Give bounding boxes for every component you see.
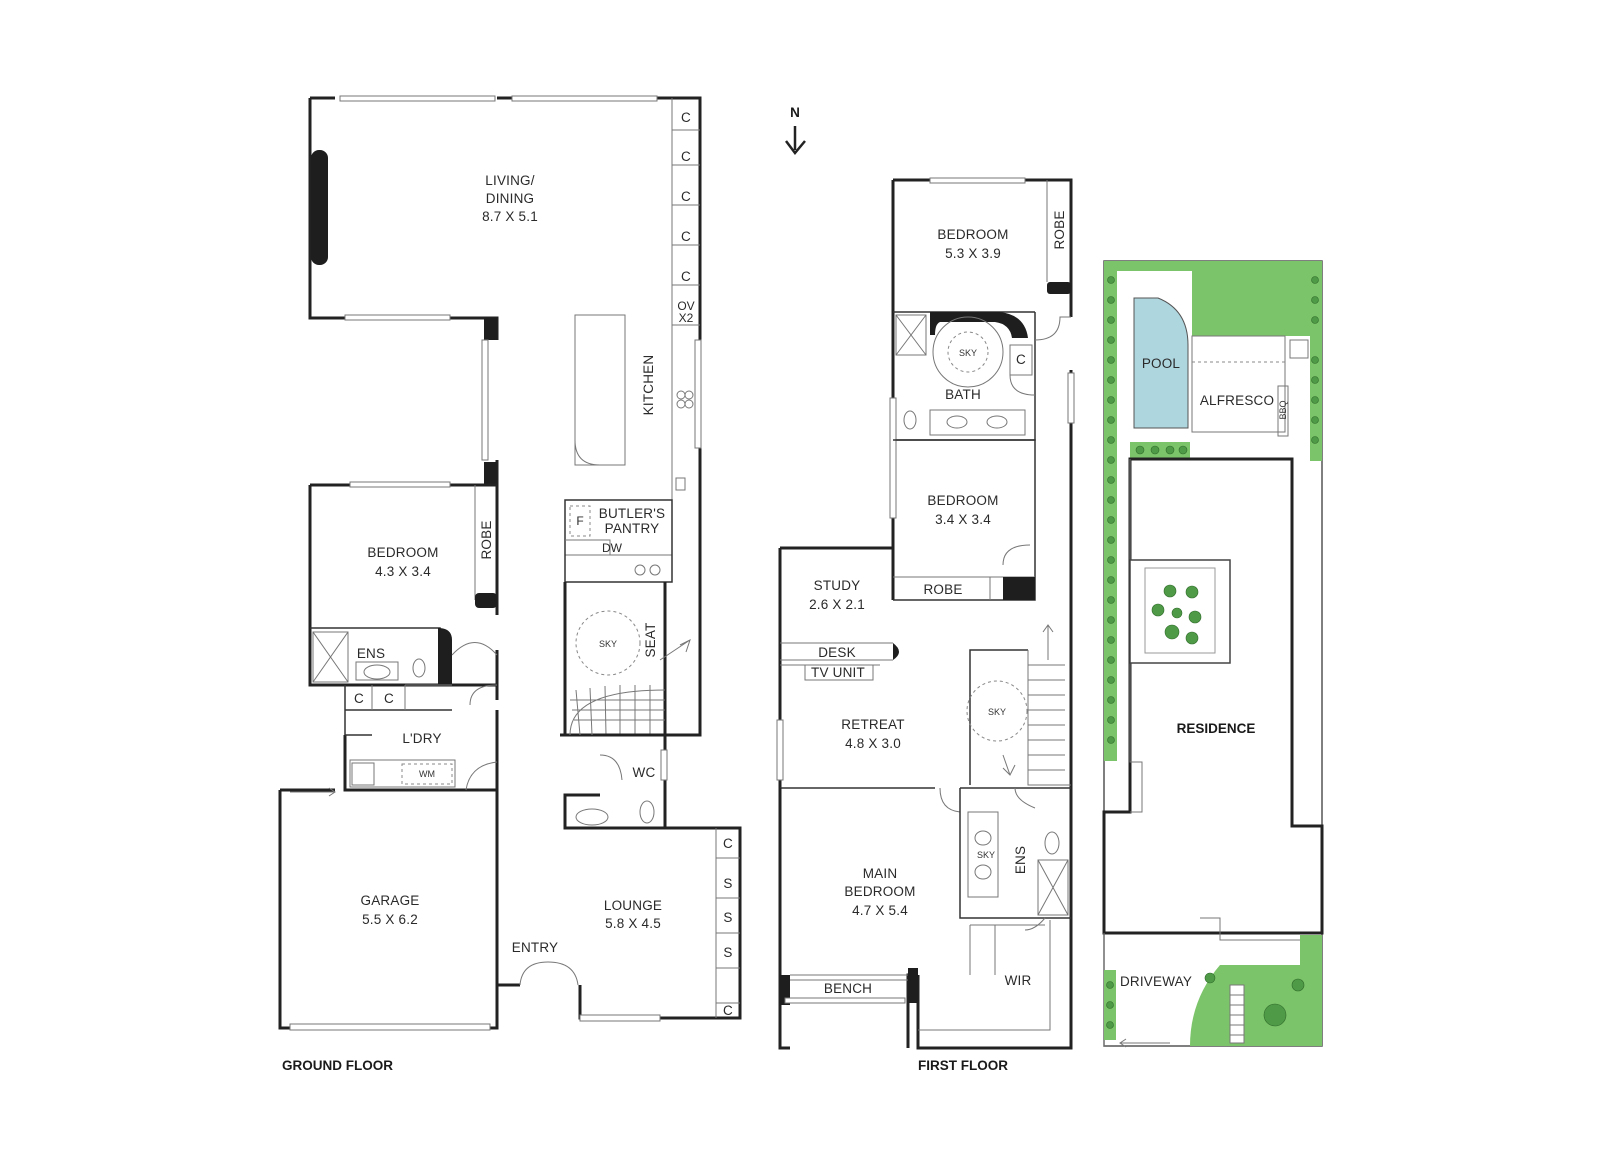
bench-label: BENCH bbox=[824, 981, 872, 996]
bedroom1-robe-label: ROBE bbox=[1052, 210, 1067, 249]
oven-label-1: OV bbox=[677, 299, 694, 313]
lounge-s-2: S bbox=[723, 910, 732, 925]
kitchen-label: KITCHEN bbox=[641, 355, 656, 416]
site-labels: POOL ALFRESCO BBQ RESIDENCE DRIVEWAY bbox=[1120, 356, 1288, 989]
lounge-s-3: S bbox=[723, 945, 732, 960]
garage-label: GARAGE bbox=[361, 893, 420, 908]
living-label-1: LIVING/ bbox=[485, 173, 534, 188]
lounge-c-2: C bbox=[723, 1003, 733, 1018]
ground-floor-title: GROUND FLOOR bbox=[282, 1058, 393, 1073]
living-label-2: DINING bbox=[486, 191, 534, 206]
cupboard-c-2: C bbox=[681, 149, 691, 164]
lounge-s-1: S bbox=[723, 876, 732, 891]
compass-arrow-icon bbox=[785, 126, 806, 156]
ground-robe-label: ROBE bbox=[479, 520, 494, 559]
ground-floor-labels: LIVING/ DINING 8.7 X 5.1 C C C C C OV X2… bbox=[282, 110, 733, 1073]
retreat-label: RETREAT bbox=[841, 717, 904, 732]
ground-floor-plan bbox=[278, 95, 742, 1031]
cupboard-c-1: C bbox=[681, 110, 691, 125]
bedroom2-dims: 3.4 X 3.4 bbox=[935, 512, 991, 527]
cupboard-c-4: C bbox=[681, 229, 691, 244]
bath-label: BATH bbox=[945, 387, 981, 402]
fridge-label: F bbox=[576, 514, 583, 528]
bedroom1-label: BEDROOM bbox=[937, 227, 1008, 242]
oven-label-2: X2 bbox=[679, 311, 694, 325]
study-dims: 2.6 X 2.1 bbox=[809, 597, 865, 612]
first-floor-labels: BEDROOM 5.3 X 3.9 ROBE SKY C BATH BEDROO… bbox=[809, 210, 1067, 1073]
laundry-c-1: C bbox=[354, 691, 364, 706]
first-ens-label: ENS bbox=[1013, 846, 1028, 874]
side-lawn bbox=[1104, 261, 1117, 761]
ground-ens-label: ENS bbox=[357, 646, 385, 661]
ens-sky-label: SKY bbox=[977, 850, 995, 860]
first-floor-plan bbox=[776, 177, 1075, 1050]
hedge-left bbox=[1106, 276, 1319, 1029]
tv-unit-label: TV UNIT bbox=[811, 665, 865, 680]
wir-label: WIR bbox=[1005, 973, 1032, 988]
living-dims: 8.7 X 5.1 bbox=[482, 209, 538, 224]
driveway-label: DRIVEWAY bbox=[1120, 974, 1192, 989]
laundry-label: L'DRY bbox=[402, 731, 441, 746]
stair-sky-label: SKY bbox=[988, 707, 1006, 717]
bedroom2-robe-label: ROBE bbox=[923, 582, 962, 597]
lounge-dims: 5.8 X 4.5 bbox=[605, 916, 661, 931]
main-bedroom-dims: 4.7 X 5.4 bbox=[852, 903, 908, 918]
compass-label: N bbox=[790, 105, 800, 120]
ground-bedroom-dims: 4.3 X 3.4 bbox=[375, 564, 431, 579]
ground-sky-label: SKY bbox=[599, 639, 617, 649]
north-compass: N bbox=[785, 105, 806, 156]
laundry-c-2: C bbox=[384, 691, 394, 706]
dishwasher-label: DW bbox=[602, 541, 623, 555]
residence-outline bbox=[1102, 457, 1324, 935]
seat-label: SEAT bbox=[643, 622, 658, 657]
butlers-label-2: PANTRY bbox=[605, 521, 660, 536]
ground-bedroom-label: BEDROOM bbox=[367, 545, 438, 560]
pool-shape bbox=[1133, 297, 1189, 429]
bedroom2-label: BEDROOM bbox=[927, 493, 998, 508]
washing-machine-label: WM bbox=[419, 769, 435, 779]
desk-label: DESK bbox=[818, 645, 856, 660]
study-label: STUDY bbox=[814, 578, 861, 593]
lounge-c-1: C bbox=[723, 836, 733, 851]
alfresco-label: ALFRESCO bbox=[1200, 393, 1274, 408]
lounge-label: LOUNGE bbox=[604, 898, 662, 913]
rear-lawn bbox=[1192, 271, 1310, 336]
cupboard-c-3: C bbox=[681, 189, 691, 204]
bath-sky-label: SKY bbox=[959, 348, 977, 358]
garage-dims: 5.5 X 6.2 bbox=[362, 912, 418, 927]
bbq-label: BBQ bbox=[1278, 400, 1288, 419]
main-bedroom-label-2: BEDROOM bbox=[844, 884, 915, 899]
first-floor-title: FIRST FLOOR bbox=[918, 1058, 1008, 1073]
wc-label: WC bbox=[633, 765, 656, 780]
front-garden bbox=[1190, 965, 1322, 1046]
bath-cupboard-label: C bbox=[1016, 352, 1026, 367]
bedroom1-dims: 5.3 X 3.9 bbox=[945, 246, 1001, 261]
pool-label: POOL bbox=[1142, 356, 1181, 371]
site-plan bbox=[1102, 260, 1324, 1048]
residence-label: RESIDENCE bbox=[1177, 721, 1256, 736]
entry-label: ENTRY bbox=[512, 940, 559, 955]
main-bedroom-label-1: MAIN bbox=[863, 866, 898, 881]
cupboard-c-5: C bbox=[681, 269, 691, 284]
butlers-label-1: BUTLER'S bbox=[599, 506, 665, 521]
retreat-dims: 4.8 X 3.0 bbox=[845, 736, 901, 751]
